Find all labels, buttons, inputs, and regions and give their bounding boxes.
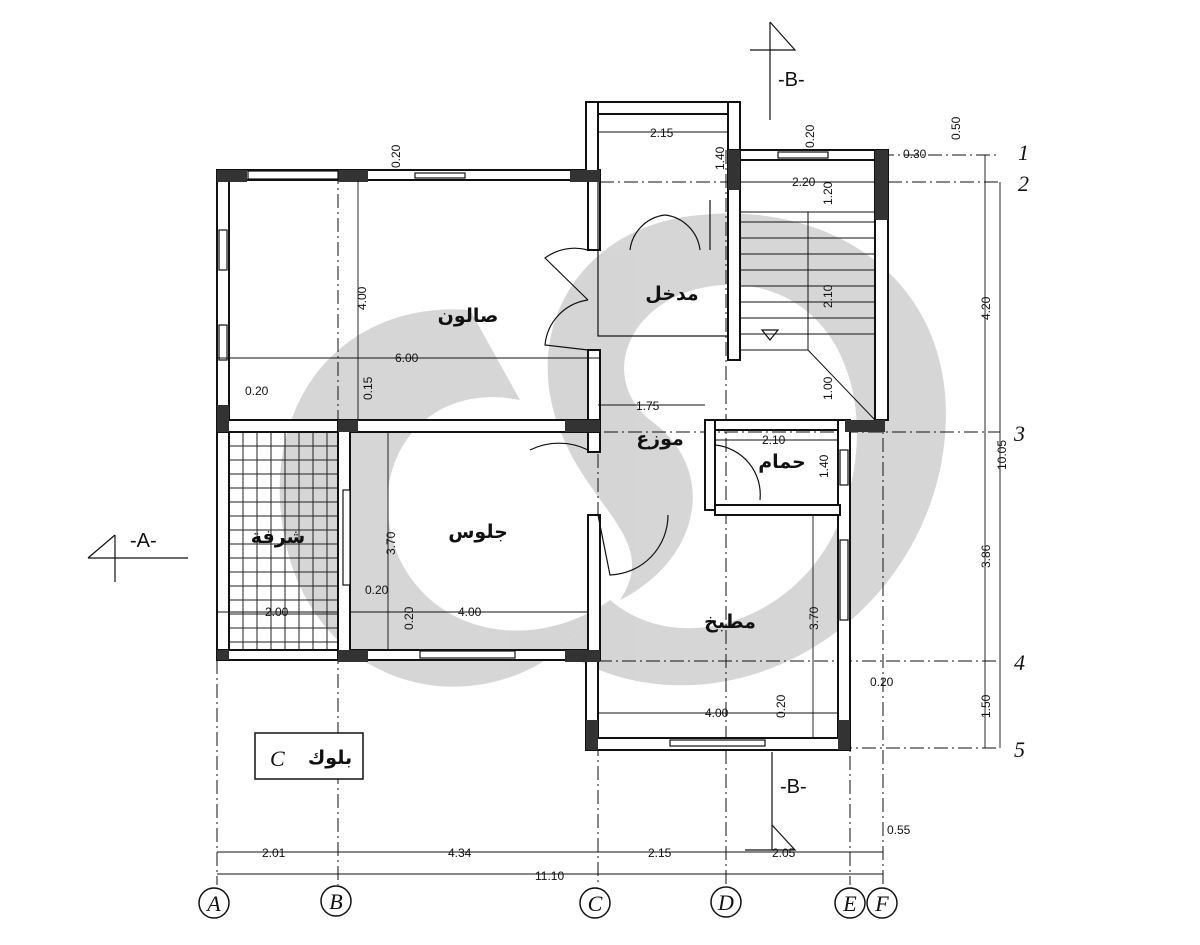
dim-bottom-cd: 2.15 (648, 846, 672, 860)
dim-sitting-height: 3.70 (384, 531, 398, 555)
room-distributor: موزع (636, 428, 684, 450)
dim-bath-140: 1.40 (817, 454, 831, 478)
dim-sitting-020b: 0.20 (402, 606, 416, 630)
room-sitting: جلوس (448, 521, 508, 543)
axis-col-f: F (874, 891, 889, 916)
dim-sitting-020a: 0.20 (365, 583, 389, 597)
dim-kitchen-width: 4.00 (705, 706, 729, 720)
dimension-labels: 2.01 4.34 2.15 2.05 0.55 11.10 4.20 3.86… (245, 116, 1009, 883)
axis-row-1: 1 (1018, 140, 1029, 165)
axis-col-a: A (205, 891, 221, 916)
section-b-bottom: -B- (780, 776, 807, 798)
axis-row-4: 4 (1014, 650, 1025, 675)
dim-salon-left-020: 0.20 (245, 384, 269, 398)
dim-stair-100: 1.00 (821, 376, 835, 400)
dim-right-34: 3.86 (979, 544, 993, 568)
dim-stair-020: 0.20 (803, 124, 817, 148)
block-label-arabic: بلوك (308, 747, 352, 769)
room-kitchen: مطبخ (704, 611, 756, 633)
dim-kitchen-height: 3.70 (807, 606, 821, 630)
block-label-letter: C (270, 746, 285, 771)
block-label: بلوك C (254, 732, 364, 780)
dim-kitchen-right-020: 0.20 (870, 675, 894, 689)
axis-row-3: 3 (1013, 421, 1025, 446)
dim-bath-width: 2.10 (762, 433, 786, 447)
axis-col-c: C (588, 891, 603, 916)
staircase (740, 211, 876, 421)
room-salon: صالون (438, 305, 499, 327)
axis-row-2: 2 (1018, 171, 1029, 196)
dim-right-12: 4.20 (979, 296, 993, 320)
dim-right-top-030: 0.30 (903, 147, 927, 161)
dim-bottom-ab: 2.01 (262, 846, 286, 860)
dim-right-total: 10.05 (995, 440, 1009, 470)
columns (217, 150, 888, 750)
room-entrance: مدخل (645, 283, 698, 305)
axis-col-d: D (717, 890, 734, 915)
dimension-lines (217, 131, 1001, 875)
axis-col-b: B (329, 889, 342, 914)
dim-salon-top-020: 0.20 (389, 144, 403, 168)
dim-hall-175: 1.75 (636, 399, 660, 413)
section-markers: -B- -B- -A- (87, 21, 807, 851)
room-labels: صالون مدخل موزع حمام جلوس شرفة مطبخ (251, 283, 806, 633)
dim-salon-height: 4.00 (355, 286, 369, 310)
dim-salon-width: 6.00 (395, 351, 419, 365)
dim-stair-210: 2.10 (821, 284, 835, 308)
dim-bottom-ef: 0.55 (887, 823, 911, 837)
axis-row-5: 5 (1014, 737, 1025, 762)
room-terrace: شرفة (251, 526, 305, 548)
room-bath: حمام (758, 451, 806, 473)
dim-terrace-width: 2.00 (265, 605, 289, 619)
dim-right-45: 1.50 (979, 694, 993, 718)
dim-stair-120: 1.20 (821, 181, 835, 205)
dim-bottom-total: 11.10 (535, 869, 564, 883)
axis-bubbles: A B C D E F 1 2 3 4 5 (198, 140, 1029, 919)
windows (218, 151, 849, 747)
dim-kitchen-020: 0.20 (774, 694, 788, 718)
section-b-top: -B- (778, 69, 805, 91)
axis-col-e: E (842, 891, 857, 916)
dim-salon-015: 0.15 (361, 376, 375, 400)
dim-stair-220: 2.20 (792, 175, 816, 189)
section-a-left: -A- (130, 530, 157, 552)
dim-entrance-width: 2.15 (650, 126, 674, 140)
dim-right-top-050: 0.50 (949, 116, 963, 140)
dim-entrance-140: 1.40 (713, 146, 727, 170)
doors (529, 200, 761, 576)
dim-sitting-width: 4.00 (458, 605, 482, 619)
dim-bottom-de: 2.05 (772, 846, 796, 860)
dim-bottom-bc: 4.34 (448, 846, 472, 860)
